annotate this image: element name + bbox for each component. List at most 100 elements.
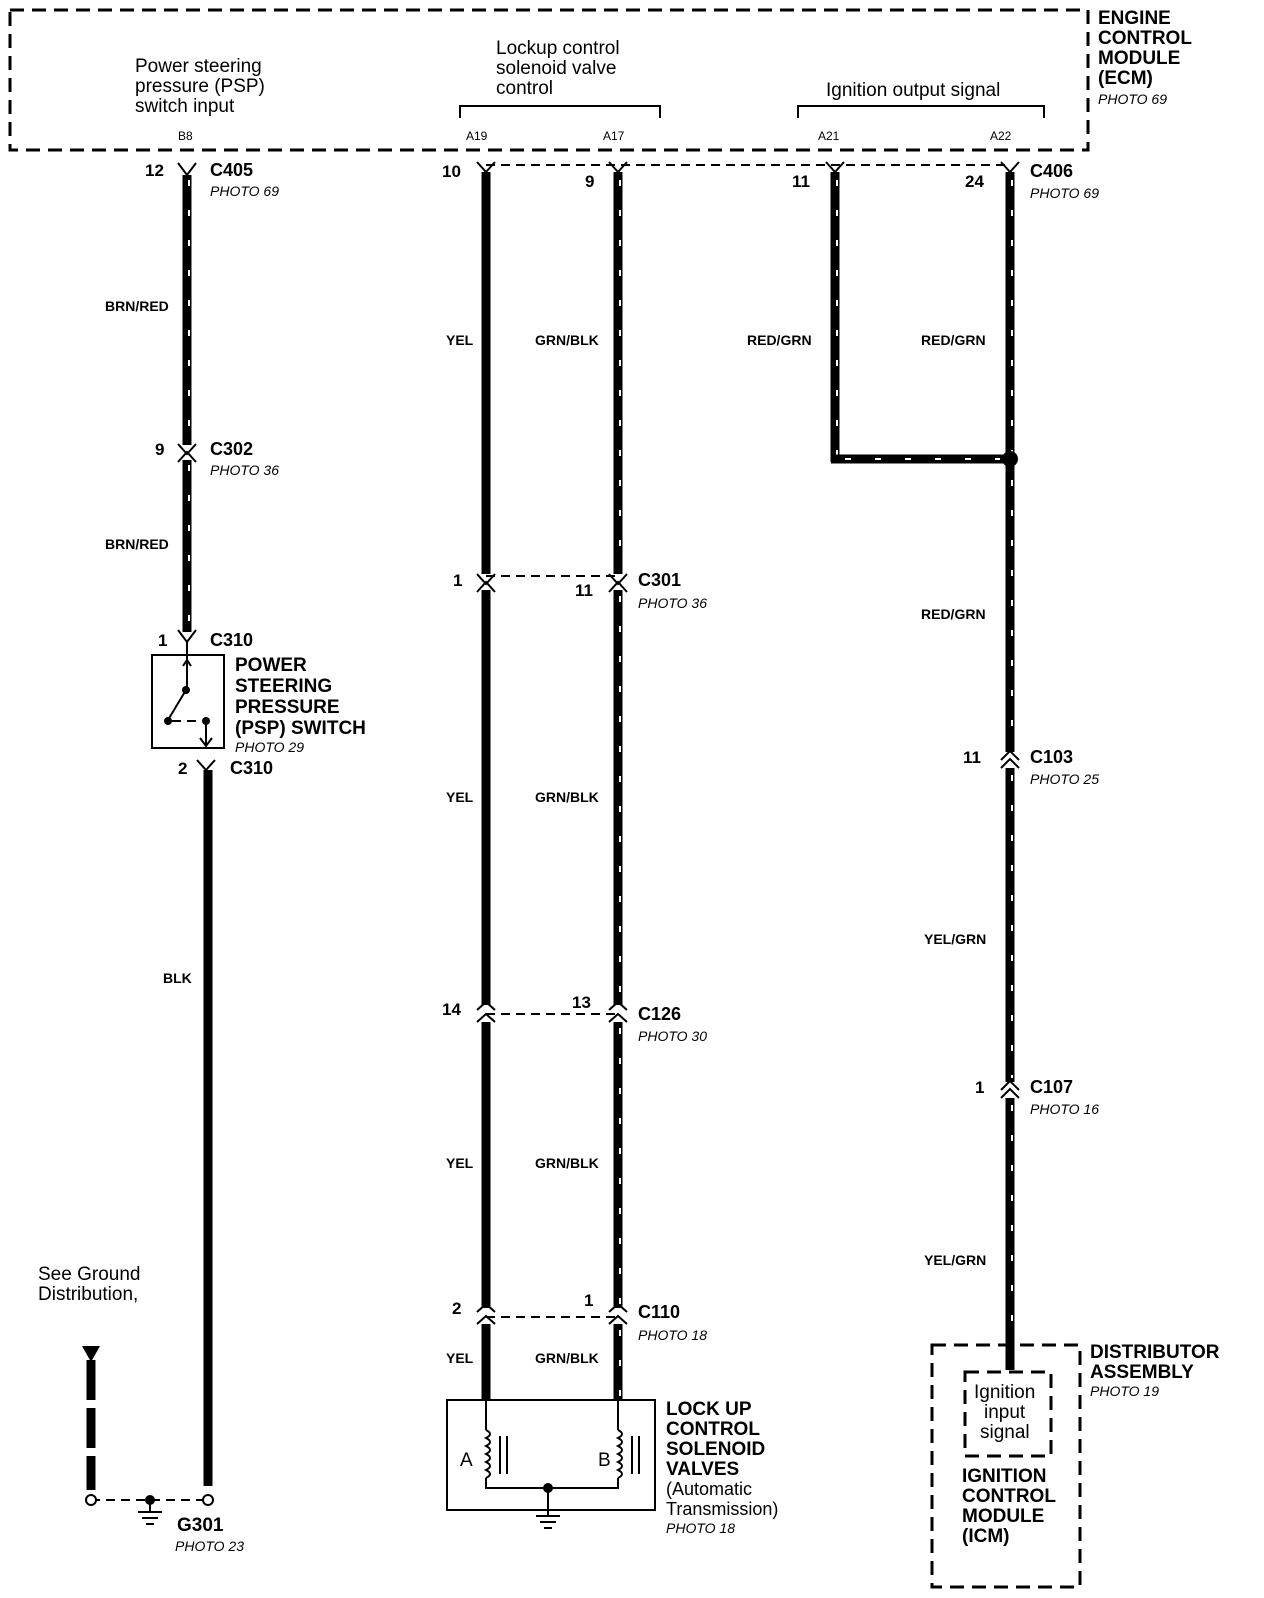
wire-color-brn-red-2: BRN/RED bbox=[105, 536, 169, 552]
lockup-signal-line-3: control bbox=[496, 78, 553, 99]
ground-icon bbox=[138, 1511, 162, 1525]
c126-label: C126 bbox=[638, 1004, 681, 1024]
solenoid-circuit bbox=[485, 1400, 619, 1500]
solenoid-photo: PHOTO 18 bbox=[666, 1520, 735, 1536]
c107-connector-symbol bbox=[1000, 1079, 1020, 1099]
g301-label: G301 bbox=[177, 1515, 224, 1536]
distributor-line-1: DISTRIBUTOR bbox=[1090, 1342, 1220, 1363]
wire-color-red-grn-3: RED/GRN bbox=[921, 606, 986, 622]
psp-switch-photo: PHOTO 29 bbox=[235, 739, 304, 755]
solenoid-line-4: VALVES bbox=[666, 1459, 739, 1480]
wire-color-grn-blk-2: GRN/BLK bbox=[535, 789, 599, 805]
icm-line-2: CONTROL bbox=[962, 1486, 1056, 1507]
wire-color-yel-grn-1: YEL/GRN bbox=[924, 931, 986, 947]
ecm-photo: PHOTO 69 bbox=[1098, 91, 1167, 107]
c406-pin-a19: 10 bbox=[442, 162, 461, 181]
c301-left-symbol bbox=[476, 573, 496, 593]
lockup-signal-line-2: solenoid valve bbox=[496, 58, 616, 79]
c301-label: C301 bbox=[638, 570, 681, 590]
wire-color-grn-blk-1: GRN/BLK bbox=[535, 332, 599, 348]
c103-pin: 11 bbox=[963, 748, 981, 767]
c126-right-symbol bbox=[608, 1000, 628, 1023]
c310-bottom-pin: 2 bbox=[178, 759, 187, 778]
solenoid-line-2: CONTROL bbox=[666, 1419, 760, 1440]
c310-bottom-connector-symbol bbox=[196, 759, 216, 772]
psp-switch-line-2: STEERING bbox=[235, 676, 332, 697]
c302-label: C302 bbox=[210, 439, 253, 459]
c110-left-symbol bbox=[476, 1302, 496, 1325]
c126-pin-right: 13 bbox=[572, 993, 591, 1012]
solenoid-sub-line-2: Transmission) bbox=[666, 1499, 778, 1519]
lockup-bracket bbox=[459, 105, 661, 118]
solenoid-coil-b-icon bbox=[615, 1429, 623, 1479]
c301-pin-right: 11 bbox=[575, 581, 593, 600]
c110-label: C110 bbox=[638, 1302, 680, 1322]
distributor-line-2: ASSEMBLY bbox=[1090, 1362, 1194, 1383]
c302-pin: 9 bbox=[155, 440, 164, 459]
ignition-signal-label: Ignition output signal bbox=[826, 80, 1000, 101]
c406-pin-a17: 9 bbox=[585, 172, 594, 191]
psp-switch-blade bbox=[167, 689, 187, 721]
psp-signal-line-3: switch input bbox=[135, 96, 235, 117]
lockup-signal-line-1: Lockup control bbox=[496, 38, 620, 59]
c406-pin-a22: 24 bbox=[965, 172, 984, 191]
solenoid-sub-line-1: (Automatic bbox=[666, 1479, 752, 1499]
splice-dot bbox=[1002, 451, 1018, 467]
solenoid-coil-b-label: B bbox=[598, 1450, 611, 1471]
g301-photo: PHOTO 23 bbox=[175, 1538, 244, 1554]
wire-color-red-grn-a21: RED/GRN bbox=[747, 332, 812, 348]
psp-signal-line-1: Power steering bbox=[135, 56, 262, 77]
terminal-a17: A17 bbox=[603, 129, 625, 143]
c405-pin: 12 bbox=[145, 161, 164, 180]
c103-photo: PHOTO 25 bbox=[1030, 771, 1099, 787]
wire-color-blk: BLK bbox=[163, 970, 192, 986]
c405-photo: PHOTO 69 bbox=[210, 183, 279, 199]
c406-pin-a21: 11 bbox=[792, 172, 810, 191]
c110-photo: PHOTO 18 bbox=[638, 1327, 707, 1343]
c310-top-pin: 1 bbox=[158, 631, 167, 650]
distributor-box bbox=[930, 1343, 1082, 1589]
solenoid-ground-icon bbox=[536, 1515, 560, 1529]
c310-top-label: C310 bbox=[210, 630, 253, 650]
c405-connector-symbol bbox=[177, 162, 197, 177]
c110-right-symbol bbox=[608, 1302, 628, 1325]
psp-switch-contact-left bbox=[164, 717, 172, 725]
psp-signal-line-2: pressure (PSP) bbox=[135, 76, 265, 97]
distributor-photo: PHOTO 19 bbox=[1090, 1383, 1159, 1399]
ecm-title-line-3: MODULE bbox=[1098, 48, 1180, 69]
solenoid-line-3: SOLENOID bbox=[666, 1439, 765, 1460]
c406-label: C406 bbox=[1030, 161, 1073, 181]
ecm-title-line-1: ENGINE bbox=[1098, 8, 1171, 29]
icm-line-1: IGNITION bbox=[962, 1466, 1046, 1487]
c107-pin: 1 bbox=[975, 1078, 984, 1097]
icm-signal-line-1: Ignition bbox=[974, 1382, 1035, 1403]
c110-pin-right: 1 bbox=[584, 1291, 593, 1310]
c302-connector-symbol bbox=[177, 443, 197, 463]
c126-left-symbol bbox=[476, 1000, 496, 1023]
icm-signal-box bbox=[963, 1370, 1053, 1458]
icm-line-3: MODULE bbox=[962, 1506, 1044, 1527]
psp-switch-line-3: PRESSURE bbox=[235, 697, 340, 718]
ecm-box bbox=[8, 8, 1090, 152]
c103-label: C103 bbox=[1030, 747, 1073, 767]
c126-pin-left: 14 bbox=[442, 1000, 461, 1019]
ground-note-line-2: Distribution, bbox=[38, 1284, 138, 1305]
icm-signal-line-2: input bbox=[984, 1402, 1026, 1423]
c107-label: C107 bbox=[1030, 1077, 1073, 1097]
c405-label: C405 bbox=[210, 160, 253, 180]
c110-pin-left: 2 bbox=[452, 1299, 461, 1318]
wire-color-yel-4: YEL bbox=[446, 1350, 474, 1366]
ground-note-line-1: See Ground bbox=[38, 1264, 140, 1285]
ignition-bracket bbox=[797, 105, 1045, 118]
terminal-a22: A22 bbox=[990, 129, 1012, 143]
c301-right-symbol bbox=[608, 573, 628, 593]
icm-line-4: (ICM) bbox=[962, 1526, 1009, 1547]
c406-a21-connector-symbol bbox=[825, 161, 845, 174]
c103-connector-symbol bbox=[1000, 749, 1020, 769]
c301-photo: PHOTO 36 bbox=[638, 595, 707, 611]
terminal-a19: A19 bbox=[466, 129, 488, 143]
c310-bottom-label: C310 bbox=[230, 758, 273, 778]
c406-photo: PHOTO 69 bbox=[1030, 185, 1099, 201]
ground-splice-left bbox=[85, 1494, 97, 1506]
